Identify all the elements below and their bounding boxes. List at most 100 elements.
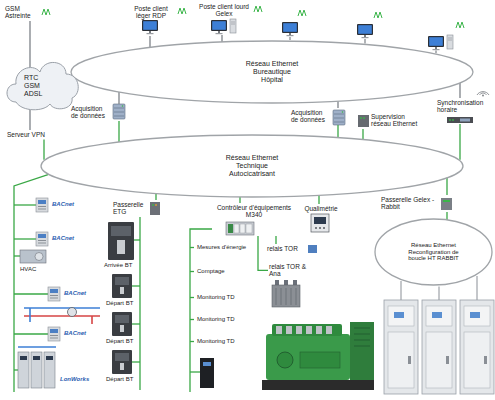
workstation-wires [289, 37, 290, 40]
gateway-icon [441, 198, 452, 210]
wireless-signal-icons [42, 9, 50, 15]
workstation-icons [428, 36, 444, 50]
terminal-units [20, 356, 27, 360]
device-node: Passerelle Gelex - Rabbit [380, 195, 455, 212]
network-link [155, 194, 156, 200]
workstation-wires [364, 39, 365, 44]
gateway-etg-icon [155, 204, 157, 206]
hvac-unit-icon [20, 250, 46, 263]
server-icons [113, 104, 345, 125]
technical-bus-left [14, 293, 48, 294]
feeder-breakers [112, 274, 132, 298]
device-label: Acquisition de données [71, 105, 111, 120]
main-breaker-icon [111, 226, 131, 236]
equipment-label: Arrivée BT [104, 262, 132, 269]
generator-set-icon [316, 326, 322, 334]
network-name: Réseau Ethernet Bureautique Hôpital [244, 60, 300, 84]
network-link [258, 236, 268, 271]
cloud-outline [2, 56, 82, 112]
main-breaker-icon [108, 222, 134, 260]
device-label: Supervision réseau Ethernet [371, 113, 425, 128]
gateway-icon [443, 200, 450, 202]
device-node: Contrôleur d'équipements M340 [212, 203, 296, 236]
feeder-breakers [112, 350, 132, 374]
bacnet-controllers [36, 232, 48, 246]
time-sync-device-icon [482, 95, 484, 97]
bacnet-controllers [48, 287, 60, 301]
device-node: Serveur VPN [6, 130, 52, 139]
technical-bus-left [14, 369, 18, 370]
ring-to-cabinet-wires [477, 276, 478, 300]
server-icons [113, 104, 125, 119]
generator-set-icon [286, 326, 292, 334]
protocol-logo: LonWorks [60, 376, 89, 383]
wireless-signal-icons [254, 6, 262, 12]
equipment-label: Monitoring TD [197, 338, 235, 345]
bacnet-controllers [48, 327, 60, 341]
hydraulic-pipes [24, 307, 100, 309]
generator-set-icon [306, 326, 312, 334]
switchgear-cabinets [460, 300, 494, 394]
network-link [29, 110, 30, 130]
transformer-icon [293, 280, 297, 285]
switchgear-cabinets [384, 300, 494, 394]
power-quality-meter-icon [323, 227, 325, 229]
server-icons [333, 110, 345, 125]
terminal-units [33, 356, 40, 360]
time-sync-device-icon [449, 119, 451, 121]
technical-bus-left [14, 255, 20, 256]
device-node: relais TOR [266, 244, 306, 253]
relay-icon [308, 245, 317, 253]
time-sync-device-icon [460, 119, 470, 122]
wireless-signal-icons [456, 22, 464, 28]
wireless-signal-icons [374, 12, 382, 18]
terminal-units [18, 352, 55, 388]
device-node: Synchronisation horaire [436, 98, 490, 124]
device-node: Passerelle ETG [112, 200, 165, 217]
network-link [446, 178, 447, 195]
network-link [118, 121, 119, 142]
power-quality-meter-icon [314, 217, 326, 224]
network-supervision-icon [363, 117, 365, 119]
wireless-signal-icons [42, 6, 464, 28]
hydraulic-pipes [29, 308, 31, 322]
device-label: Contrôleur d'équipements M340 [213, 204, 295, 219]
terminal-units [46, 356, 53, 360]
hydraulic-pipes [68, 308, 77, 317]
device-label: Passerelle Gelex - Rabbit [381, 196, 441, 211]
hydraulic-pipes [91, 316, 93, 324]
transformer-icon [296, 288, 297, 305]
feeder-breakers [112, 312, 132, 336]
network-supervision-icon [360, 117, 362, 119]
network-supervision-icon [358, 115, 369, 127]
workstation-icons [282, 22, 298, 36]
generator-set-icon [296, 326, 302, 334]
wireless-signal-icons [178, 8, 186, 14]
protocol-logo: BACnet [64, 330, 86, 337]
cloud-label: RTC GSM ADSL [24, 74, 52, 98]
technical-bus-left [14, 333, 48, 334]
etg-bus [132, 285, 140, 286]
telecom-cloud: RTC GSM ADSL [2, 56, 82, 112]
equipment-label: Départ BT [106, 300, 133, 307]
technical-bus-left [14, 175, 48, 392]
network-link [318, 195, 319, 204]
etg-bus [139, 217, 140, 390]
network-link [118, 92, 119, 104]
network-link [221, 35, 222, 42]
generator-set-icon [354, 346, 370, 347]
device-label: relais TOR [267, 245, 305, 252]
ring-to-cabinet-wires [401, 281, 402, 300]
network-link [239, 197, 240, 203]
ring-outline [71, 41, 473, 103]
plc-io-bus [190, 341, 194, 342]
terminal-units [44, 352, 55, 388]
time-sync-device-icon [447, 117, 473, 123]
network-link [337, 101, 338, 108]
terminal-units [31, 352, 42, 388]
generator-set-icon [300, 352, 340, 368]
technical-bus-left [14, 204, 36, 205]
cloud-outline [7, 62, 78, 109]
workstation-icons [211, 20, 227, 34]
